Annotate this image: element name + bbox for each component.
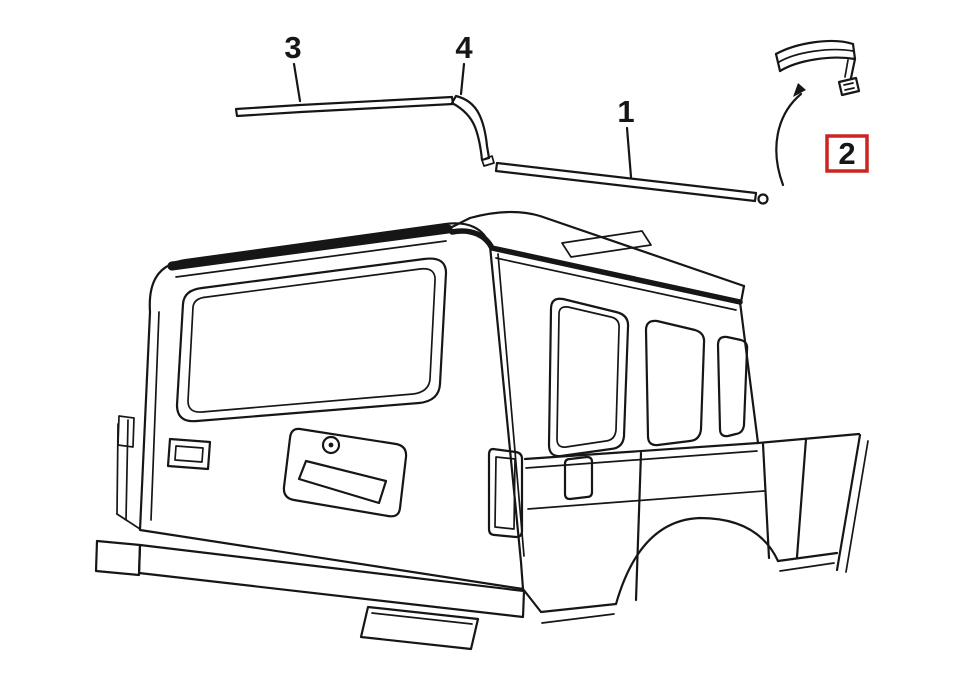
part-1-end-tip: [757, 193, 769, 205]
door-seam-front: [795, 437, 808, 559]
tailgate-recess-outline: [282, 427, 408, 518]
part-2-tab: [837, 76, 861, 97]
body-front-cut-edge-2: [845, 440, 869, 573]
roof-gutter-underline: [495, 257, 737, 311]
d-pillar-edge: [738, 300, 760, 445]
side-window-1-inner: [556, 306, 620, 448]
sill-right: [776, 551, 839, 563]
body-front-cut-edge: [835, 433, 862, 572]
left-side-edge-1: [125, 419, 129, 521]
callout-1: 1: [617, 94, 635, 179]
part-2-right-cap: [851, 42, 857, 61]
callout-4-leader: [459, 62, 466, 96]
arrowhead-to-part-2: [793, 83, 806, 97]
door-seam-rear: [634, 451, 643, 602]
fuel-filler-door: [563, 455, 594, 501]
roof-drip-underline: [175, 240, 447, 278]
part-2-tab-hatch-2: [844, 87, 855, 91]
rear-left-pillar-inner: [150, 311, 160, 521]
tail-lamp-right: [487, 447, 524, 539]
callout-4: 4: [455, 30, 473, 96]
callout-4-label[interactable]: 4: [455, 30, 473, 65]
side-crease-line: [527, 490, 765, 510]
tailgate-lock-pin: [328, 442, 334, 448]
rear-window-inner: [187, 267, 436, 413]
roof-far-edge: [468, 210, 746, 288]
sill-left: [521, 587, 618, 614]
part-2-channel-line: [778, 48, 854, 63]
beltline-upper: [523, 432, 861, 461]
callout-3-leader: [292, 62, 302, 103]
part-2-lip-inner: [844, 59, 849, 78]
part-2-lip: [849, 57, 857, 80]
roof-gutter-side: [449, 228, 743, 305]
callout-1-label[interactable]: 1: [617, 94, 634, 129]
callout-1-leader: [625, 126, 633, 179]
tow-step-inner: [371, 612, 473, 625]
left-side-bottom: [116, 513, 141, 530]
side-window-3: [716, 335, 749, 438]
sill-left-lower: [541, 613, 615, 624]
bumper-bar: [137, 543, 526, 619]
d-pillar-top: [739, 284, 746, 304]
tailgate-handle-flag: [297, 459, 388, 505]
license-lamp: [166, 437, 212, 471]
callout-3: 3: [284, 30, 302, 103]
callout-2-highlighted[interactable]: 2: [825, 134, 869, 173]
part-1-strip: [494, 161, 758, 203]
part-2-end-cap: [774, 39, 861, 97]
part-4-end-foot: [481, 155, 495, 167]
part-2-bottom-edge: [778, 56, 857, 73]
tow-step: [359, 605, 480, 651]
bumper-left-cap: [94, 539, 142, 577]
roof-opening: [561, 230, 652, 258]
part-2-top-edge: [774, 39, 855, 56]
rear-right-pillar-inner: [497, 253, 525, 557]
roof-drip-trim-rear: [167, 224, 453, 271]
callout-3-label[interactable]: 3: [284, 30, 301, 65]
vehicle-body: [94, 210, 869, 651]
arrow-to-part-2: [775, 92, 803, 187]
tail-lamp-right-inner: [494, 456, 516, 530]
part-4-corner-molding: [450, 94, 495, 167]
part-1-drip-rail: [494, 161, 769, 205]
left-marker-lamp: [117, 415, 135, 448]
tailgate-lock-ring: [321, 435, 341, 455]
callout-2-highlight-box[interactable]: [825, 134, 869, 173]
part-2-left-cap: [774, 52, 782, 73]
part-2-tab-hatch-1: [843, 82, 854, 86]
rear-wheel-arch: [614, 516, 780, 606]
side-window-1-outer: [547, 297, 630, 458]
side-window-2: [644, 319, 706, 447]
license-lamp-inner: [174, 445, 204, 463]
door-seam-mid: [761, 442, 771, 560]
rear-window-outer: [175, 257, 448, 423]
callout-2-label[interactable]: 2: [838, 136, 855, 171]
sill-right-lower: [779, 562, 835, 572]
roof-corner-step: [446, 216, 472, 231]
